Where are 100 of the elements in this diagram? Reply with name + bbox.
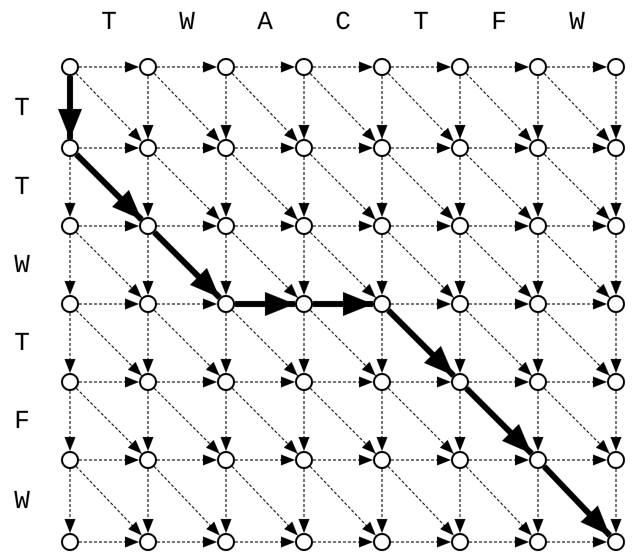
arrow: [532, 156, 544, 218]
circle-node: [451, 373, 469, 391]
circle-node: [607, 139, 625, 157]
arrow: [154, 466, 220, 536]
circle-node: [451, 533, 469, 551]
arrow: [376, 312, 388, 374]
circle-node: [451, 295, 469, 313]
arrow: [532, 312, 544, 374]
arrow: [546, 454, 608, 466]
arrow: [78, 376, 140, 388]
circle-node: [373, 533, 391, 551]
arrow: [154, 310, 220, 376]
path-arrow: [386, 308, 456, 378]
arrow: [312, 376, 374, 388]
arrow: [232, 466, 298, 536]
arrow: [232, 388, 298, 454]
circle-node: [451, 139, 469, 157]
arrow: [312, 454, 374, 466]
arrow: [376, 76, 388, 140]
arrow: [310, 466, 376, 536]
circle-node: [529, 373, 547, 391]
circle-node: [217, 451, 235, 469]
arrow: [232, 232, 298, 298]
arrow: [454, 76, 466, 140]
arrow: [234, 454, 296, 466]
arrow: [298, 468, 310, 534]
arrow: [298, 156, 310, 218]
arrow: [154, 388, 220, 454]
arrow: [310, 388, 376, 454]
arrow: [220, 390, 232, 452]
arrow: [468, 536, 530, 548]
arrow: [388, 72, 454, 142]
path-arrow: [313, 292, 373, 316]
arrow: [544, 154, 610, 220]
arrow: [156, 62, 218, 72]
arrow: [76, 388, 142, 454]
arrow: [232, 154, 298, 220]
arrow: [310, 72, 376, 142]
row-letter: W: [13, 251, 31, 279]
column-letter: C: [334, 8, 352, 36]
arrow: [610, 468, 622, 534]
circle-node: [373, 373, 391, 391]
circle-node: [217, 295, 235, 313]
arrow: [142, 156, 154, 218]
arrow: [142, 76, 154, 140]
arrow: [532, 76, 544, 140]
circle-node: [139, 217, 157, 235]
arrow: [532, 234, 544, 296]
arrow: [76, 310, 142, 376]
arrow: [298, 76, 310, 140]
arrow: [312, 220, 374, 232]
arrow: [376, 390, 388, 452]
arrow: [610, 390, 622, 452]
arrow: [78, 454, 140, 466]
column-letter: T: [412, 8, 430, 36]
arrow: [546, 62, 608, 72]
arrow: [466, 154, 532, 220]
arrow: [310, 310, 376, 376]
arrow: [610, 312, 622, 374]
arrow: [544, 388, 610, 454]
row-letter: T: [13, 329, 31, 357]
row-letter: T: [13, 173, 31, 201]
circle-node: [529, 58, 547, 76]
circle-node: [295, 295, 313, 313]
arrow: [454, 156, 466, 218]
circle-node: [217, 373, 235, 391]
circle-node: [139, 58, 157, 76]
circle-node: [139, 295, 157, 313]
arrow: [454, 390, 466, 452]
row-letter: F: [13, 407, 31, 435]
arrow: [64, 390, 76, 452]
circle-node: [373, 217, 391, 235]
arrow: [544, 72, 610, 142]
arrow: [390, 62, 452, 72]
arrow: [544, 310, 610, 376]
arrow: [64, 468, 76, 534]
arrow: [78, 62, 140, 72]
arrow: [142, 390, 154, 452]
arrow: [312, 142, 374, 154]
arrow: [142, 234, 154, 296]
circle-node: [373, 295, 391, 313]
arrow: [466, 310, 532, 376]
circle-node: [61, 373, 79, 391]
arrow: [388, 232, 454, 298]
arrow: [78, 220, 140, 232]
arrow: [154, 72, 220, 142]
arrow: [142, 312, 154, 374]
circle-node: [451, 217, 469, 235]
arrow: [220, 468, 232, 534]
arrow: [468, 220, 530, 232]
arrow: [390, 376, 452, 388]
circle-node: [217, 58, 235, 76]
circle-node: [529, 451, 547, 469]
arrow: [64, 312, 76, 374]
row-letter: T: [13, 94, 31, 122]
arrow: [64, 156, 76, 218]
circle-node: [607, 295, 625, 313]
path-arrow: [542, 464, 612, 538]
row-letter: W: [13, 487, 31, 515]
circle-node: [607, 217, 625, 235]
